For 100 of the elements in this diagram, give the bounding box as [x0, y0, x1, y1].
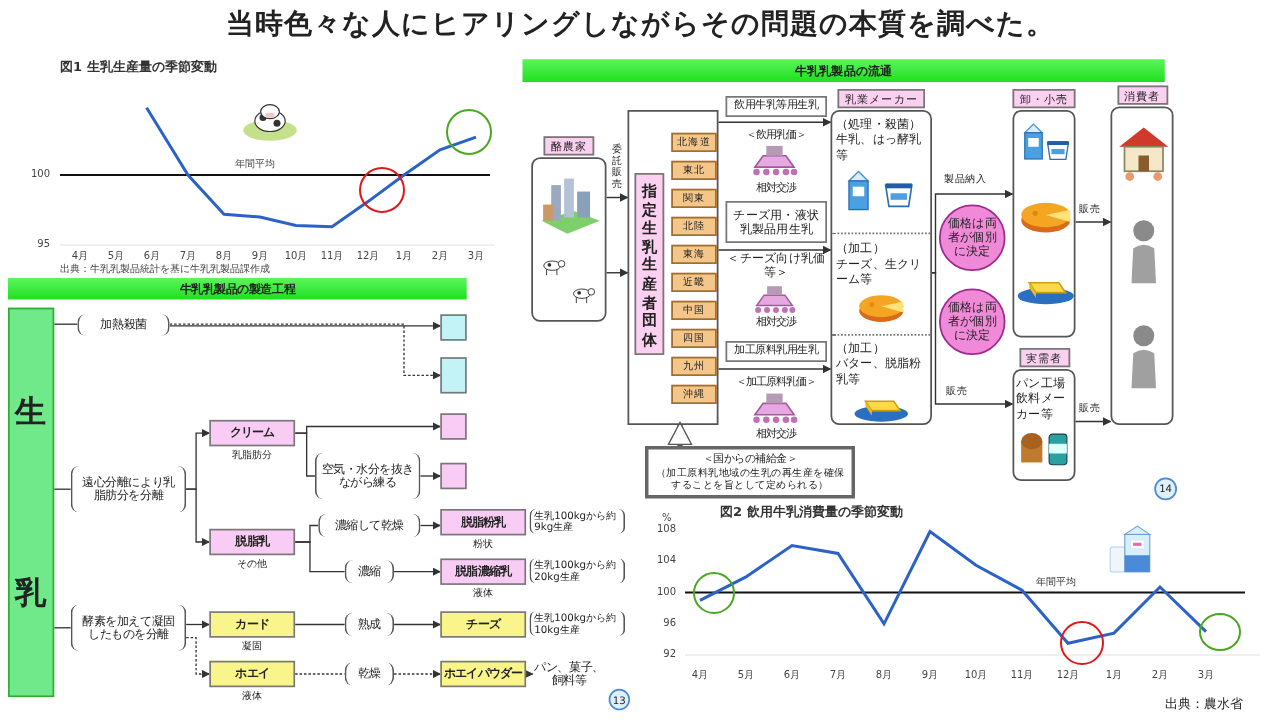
- price-circle: 価格は両者が個別に決定: [939, 288, 1006, 355]
- connector-line: [294, 541, 346, 573]
- region-box: 九州: [671, 356, 717, 376]
- yield-note: 生乳100kgから約9kg生産: [529, 509, 626, 534]
- arrow: [393, 669, 442, 679]
- arrow: [419, 471, 442, 481]
- product-box: [440, 314, 467, 341]
- price-label: ＜飲用乳価＞: [745, 127, 808, 141]
- raw-milk-box: 生乳: [8, 307, 55, 698]
- axis-tick-label: 9月: [920, 669, 940, 681]
- negotiation-label: 相対交渉: [755, 314, 798, 328]
- region-box: 近畿: [671, 272, 717, 292]
- annotation-text: 年間平均: [235, 158, 276, 170]
- axis-tick-label: 1月: [1104, 669, 1124, 681]
- axis-tick-label: 7月: [828, 669, 848, 681]
- panel-text: （加工）: [835, 341, 886, 357]
- axis-tick-label: 6月: [782, 669, 802, 681]
- note-text: （加工原料乳地域の生乳の再生産を確保することを旨として定められる）: [654, 466, 846, 492]
- axis-tick-label: 96: [662, 616, 676, 629]
- caption-text: 粉状: [472, 537, 495, 549]
- region-box: 関東: [671, 188, 717, 208]
- arrow: [393, 620, 442, 629]
- axis-tick-label: 1月: [394, 250, 414, 262]
- axis-tick-label: 104: [655, 554, 676, 566]
- axis-tick-label: 11月: [319, 250, 345, 262]
- axis-tick-label: 3月: [1196, 669, 1216, 681]
- title-band: 牛乳乳製品の製造工程: [8, 278, 467, 300]
- arrow: [605, 268, 629, 278]
- negotiation-label: 相対交渉: [755, 180, 798, 193]
- arrow: [667, 421, 693, 446]
- region-box: 中国: [671, 300, 717, 320]
- channel-box: 加工原料乳用生乳: [725, 341, 827, 362]
- axis-tick-label: 12月: [1055, 669, 1081, 681]
- panel-text: （処理・殺菌）: [835, 117, 923, 133]
- arrow: [717, 117, 832, 127]
- organization-group: [627, 110, 719, 425]
- region-box: 東北: [671, 160, 717, 180]
- axis-tick-label: 4月: [690, 669, 710, 681]
- axis-tick-label: 5月: [736, 669, 756, 681]
- chart-title: 図1 生乳生産量の季節変動: [60, 60, 218, 75]
- price-label: ＜チーズ向け乳価等＞: [726, 251, 827, 282]
- arrow: [393, 567, 442, 576]
- caption-text: 液体: [241, 688, 264, 701]
- product-box: 脱脂粉乳: [440, 509, 527, 536]
- title-band: 牛乳乳製品の流通: [522, 59, 1165, 82]
- process-step: 加熱殺菌: [77, 314, 170, 336]
- axis-tick-label: 11月: [1009, 669, 1035, 681]
- arrow: [169, 321, 442, 330]
- connector-line: [53, 323, 78, 325]
- region-box: 北陸: [671, 216, 717, 236]
- axis-tick-label: 8月: [874, 669, 894, 681]
- chart-title: 図2 飲用牛乳消費量の季節変動: [720, 505, 903, 520]
- product-box: クリーム: [209, 419, 296, 447]
- connector-line: [294, 623, 346, 626]
- subsidy-box: [645, 446, 855, 499]
- caption-text: その他: [236, 556, 269, 569]
- product-box: 脱脂濃縮乳: [440, 558, 527, 585]
- panel-text: パン工場飲料メーカー等: [1016, 376, 1066, 423]
- axis-tick-label: 92: [662, 648, 676, 660]
- column-heading: 卸・小売: [1012, 89, 1076, 109]
- page-number: 14: [1154, 477, 1177, 501]
- caption-text: 凝固: [241, 639, 264, 652]
- process-step: 濃縮: [344, 560, 395, 584]
- price-label: ＜加工原料乳価＞: [735, 374, 818, 387]
- axis-tick-label: 10月: [963, 669, 989, 681]
- product-box: [440, 413, 467, 440]
- arrow: [931, 272, 1014, 409]
- axis-tick-label: 12月: [355, 250, 381, 262]
- axis-tick-label: 7月: [178, 250, 198, 262]
- axis-tick-label: 95: [36, 238, 50, 250]
- arrow: [185, 620, 211, 629]
- region-box: 東海: [671, 244, 717, 264]
- axis-tick-label: 108: [655, 523, 676, 535]
- axis-tick-label: 3月: [466, 250, 486, 262]
- panel-text: （加工）: [835, 241, 886, 257]
- annotation-text: 年間平均: [1035, 575, 1076, 587]
- edge-label: 製品納入: [944, 173, 987, 185]
- axis-tick-label: 100: [29, 168, 50, 180]
- price-circle: 価格は両者が個別に決定: [939, 204, 1006, 271]
- product-box: カード: [209, 611, 296, 638]
- arrow: [717, 245, 832, 255]
- arrow: [525, 669, 534, 679]
- connector-line: [294, 432, 316, 477]
- process-step: 熟成: [344, 612, 395, 637]
- axis-tick-label: 6月: [142, 250, 162, 262]
- arrow: [169, 323, 442, 380]
- column-heading: 酪農家: [543, 136, 595, 156]
- caption-text: 液体: [472, 586, 495, 599]
- product-box: ホエイ: [209, 660, 296, 688]
- process-step: 空気・水分を抜きながら練る: [314, 452, 421, 500]
- axis-tick-label: 10月: [283, 250, 309, 262]
- arrow: [605, 193, 629, 202]
- heading-text: ＜国からの補給金＞: [702, 453, 798, 467]
- axis-tick-label: 100: [655, 585, 676, 597]
- yield-note: 生乳100kgから約20kg生産: [529, 558, 626, 584]
- arrow: [419, 521, 442, 530]
- product-box: 脱脂乳: [209, 528, 296, 556]
- arrow: [185, 637, 211, 679]
- negotiation-label: 相対交渉: [755, 426, 798, 440]
- organization-box: 指定生乳生産者団体: [634, 173, 665, 355]
